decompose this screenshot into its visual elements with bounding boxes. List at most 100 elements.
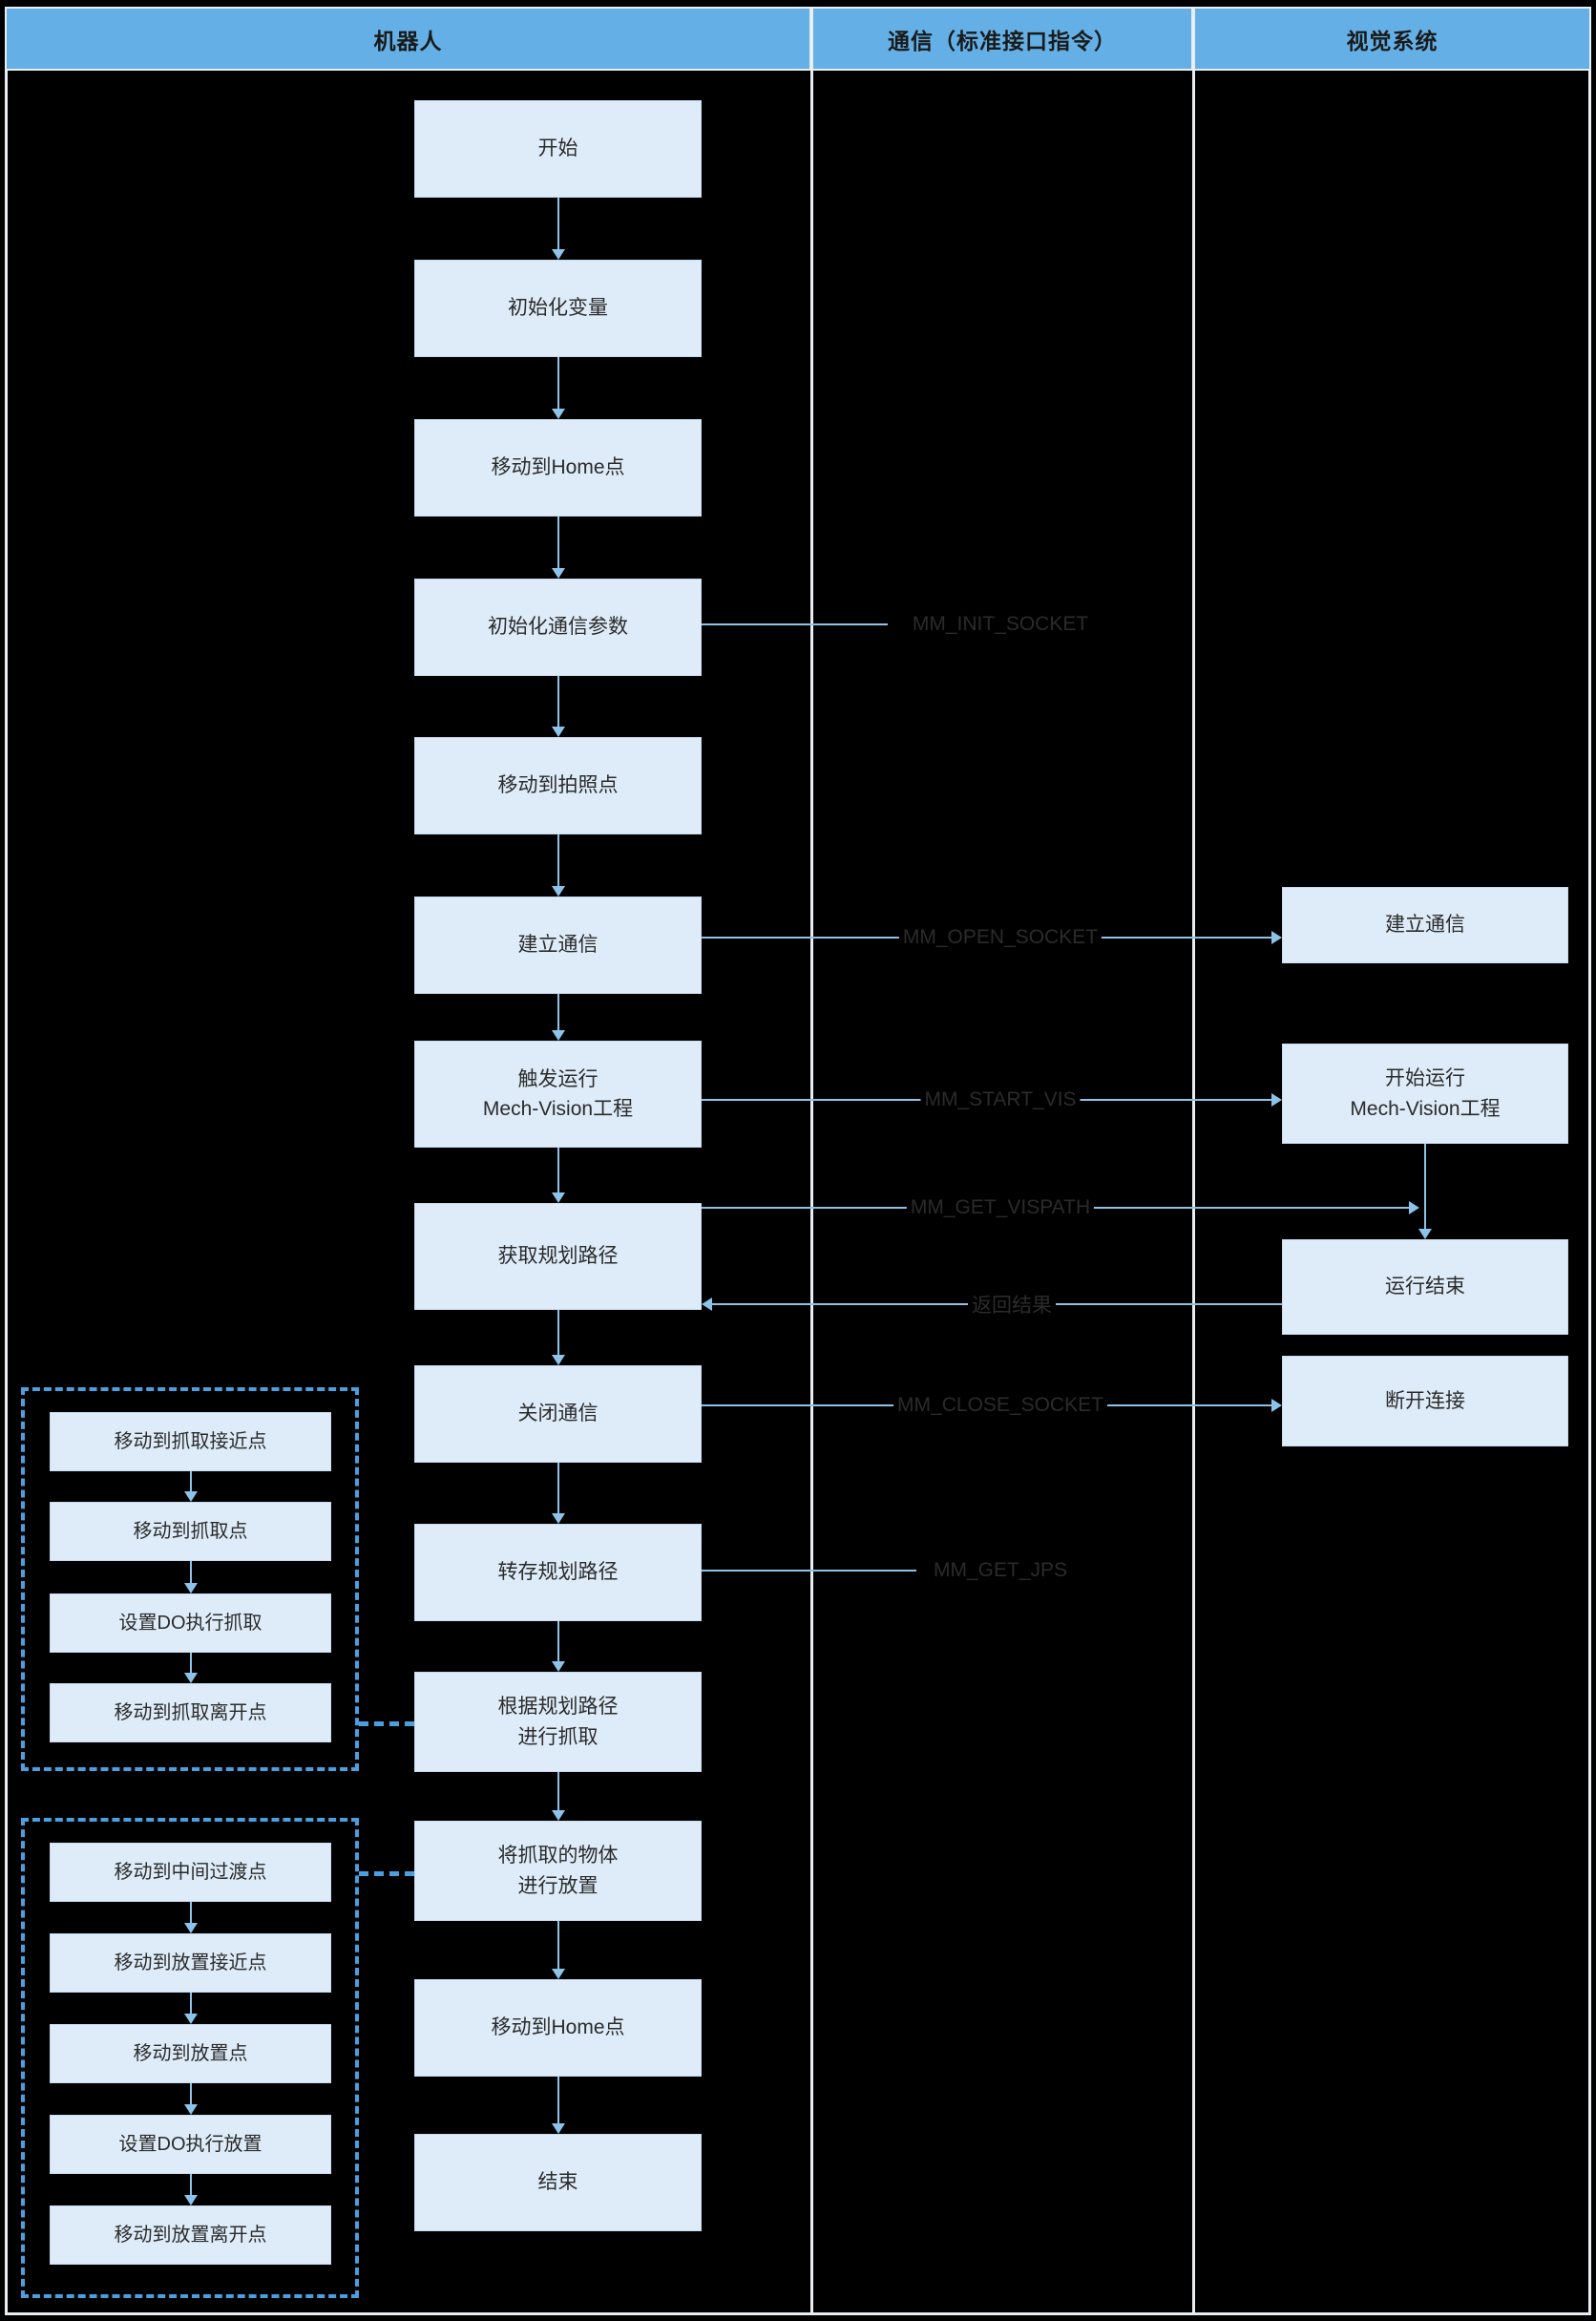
message-label-msg-init-socket: MM_INIT_SOCKET — [908, 613, 1093, 636]
flow-arrow-init-comm-param-to-move-photo-arrow — [551, 727, 565, 737]
dashed-link-place-group — [359, 1871, 414, 1876]
process-box-pick-point[interactable]: 移动到抓取点 — [50, 1502, 331, 1561]
flow-arrow-trigger-vision-to-get-path-line — [556, 1148, 559, 1194]
process-box-v-disconnect[interactable]: 断开连接 — [1282, 1356, 1568, 1446]
flow-arrow-init-var-to-move-home-1-arrow — [551, 409, 565, 419]
conn-open-socket-arrow — [1271, 931, 1282, 944]
process-box-label: 初始化变量 — [508, 297, 608, 320]
flow-arrow-start-to-init-var-line — [556, 198, 559, 251]
process-box-label: 移动到抓取点 — [133, 1521, 248, 1542]
lane-divider-robot-comm — [810, 7, 813, 2315]
conn-init-socket — [702, 623, 888, 625]
flow-arrow-place-object-to-move-home-2-line — [556, 1921, 559, 1971]
flow-arrow-save-path-to-pick-by-path-arrow — [551, 1661, 565, 1672]
substep-arrow-place-point-arrow — [183, 2104, 198, 2115]
process-box-label: 初始化通信参数 — [488, 616, 628, 639]
process-box-label: 移动到中间过渡点 — [114, 1862, 267, 1883]
process-box-place-do[interactable]: 设置DO执行放置 — [50, 2115, 331, 2174]
lane-header-vision: 视觉系统 — [1193, 7, 1591, 71]
message-label-msg-close-socket: MM_CLOSE_SOCKET — [893, 1394, 1107, 1417]
process-box-label: 移动到抓取离开点 — [114, 1702, 267, 1723]
flow-arrow-open-comm-to-trigger-vision-arrow — [551, 1030, 565, 1041]
flow-arrow-get-path-to-close-comm-arrow — [551, 1355, 565, 1365]
flow-arrow-move-photo-to-open-comm-arrow — [551, 886, 565, 897]
process-box-label: 进行抓取 — [517, 1725, 598, 1748]
flow-arrow-pick-by-path-to-place-object-line — [556, 1772, 559, 1812]
process-box-place-object[interactable]: 将抓取的物体进行放置 — [414, 1821, 702, 1921]
message-label-msg-return-result: 返回结果 — [968, 1290, 1056, 1319]
vision-arrow-start-to-finish-arrow — [1418, 1229, 1432, 1239]
process-box-label: 移动到抓取接近点 — [114, 1431, 267, 1452]
process-box-close-comm[interactable]: 关闭通信 — [414, 1365, 702, 1463]
lane-header-comm: 通信（标准接口指令） — [811, 7, 1193, 71]
process-box-pick-do[interactable]: 设置DO执行抓取 — [50, 1593, 331, 1653]
substep-arrow-pick-do-arrow — [183, 1673, 198, 1683]
flow-arrow-init-var-to-move-home-1-line — [556, 357, 559, 411]
conn-get-jps — [702, 1570, 916, 1572]
flow-arrow-trigger-vision-to-get-path-arrow — [551, 1192, 565, 1203]
process-box-init-comm-param[interactable]: 初始化通信参数 — [414, 579, 702, 676]
process-box-move-home-2[interactable]: 移动到Home点 — [414, 1979, 702, 2077]
conn-get-vispath-arrow — [1409, 1201, 1419, 1214]
process-box-get-path[interactable]: 获取规划路径 — [414, 1203, 702, 1310]
process-box-trigger-vision[interactable]: 触发运行 Mech-Vision工程 — [414, 1041, 702, 1148]
process-box-save-path[interactable]: 转存规划路径 — [414, 1524, 702, 1621]
process-box-label: 进行放置 — [517, 1874, 598, 1897]
process-box-label: Mech-Vision工程 — [1350, 1097, 1501, 1120]
process-box-move-home-1[interactable]: 移动到Home点 — [414, 419, 702, 517]
substep-arrow-pick-point-arrow — [183, 1583, 198, 1593]
flow-arrow-pick-by-path-to-place-object-arrow — [551, 1810, 565, 1821]
substep-arrow-place-point-line — [189, 2083, 192, 2106]
process-box-place-point[interactable]: 移动到放置点 — [50, 2024, 331, 2083]
process-box-place-transit[interactable]: 移动到中间过渡点 — [50, 1843, 331, 1902]
process-box-move-photo[interactable]: 移动到拍照点 — [414, 737, 702, 834]
process-box-pick-by-path[interactable]: 根据规划路径进行抓取 — [414, 1672, 702, 1772]
process-box-end[interactable]: 结束 — [414, 2134, 702, 2231]
flow-arrow-close-comm-to-save-path-line — [556, 1463, 559, 1515]
process-box-place-approach[interactable]: 移动到放置接近点 — [50, 1933, 331, 1993]
message-label-msg-get-vispath: MM_GET_VISPATH — [906, 1196, 1095, 1219]
process-box-label: 建立通信 — [517, 934, 598, 957]
substep-arrow-place-do-arrow — [183, 2195, 198, 2205]
lane-header-comm-label: 通信（标准接口指令） — [888, 28, 1117, 53]
process-box-label: 结束 — [537, 2171, 578, 2194]
conn-close-socket-arrow — [1271, 1399, 1282, 1412]
process-box-label: 移动到Home点 — [491, 2016, 625, 2039]
process-box-label: 关闭通信 — [517, 1403, 598, 1425]
flow-arrow-init-comm-param-to-move-photo-line — [556, 676, 559, 728]
process-box-label: 运行结束 — [1385, 1276, 1465, 1298]
process-box-v-run-finish[interactable]: 运行结束 — [1282, 1239, 1568, 1335]
process-box-v-open-comm[interactable]: 建立通信 — [1282, 887, 1568, 963]
flow-arrow-get-path-to-close-comm-line — [556, 1310, 559, 1357]
dashed-link-pick-group — [359, 1721, 414, 1726]
flow-arrow-move-home-1-to-init-comm-param-arrow — [551, 568, 565, 579]
lane-divider-comm-vision — [1192, 7, 1195, 2315]
process-box-pick-depart[interactable]: 移动到抓取离开点 — [50, 1683, 331, 1742]
vision-arrow-start-to-finish-line — [1424, 1144, 1426, 1231]
process-box-start[interactable]: 开始 — [414, 100, 702, 198]
flow-arrow-place-object-to-move-home-2-arrow — [551, 1969, 565, 1979]
conn-return-result-arrow — [702, 1298, 712, 1311]
process-box-pick-approach[interactable]: 移动到抓取接近点 — [50, 1412, 331, 1471]
process-box-label: 断开连接 — [1385, 1389, 1465, 1412]
process-box-label: 触发运行 — [517, 1067, 598, 1090]
flow-arrow-move-home-2-to-end-line — [556, 2077, 559, 2125]
process-box-label: Mech-Vision工程 — [482, 1098, 634, 1120]
substep-arrow-pick-do-line — [189, 1653, 192, 1675]
process-box-label: 设置DO执行抓取 — [118, 1613, 262, 1634]
process-box-label: 移动到放置离开点 — [114, 2225, 267, 2246]
substep-arrow-place-transit-arrow — [183, 1923, 198, 1933]
process-box-label: 移动到拍照点 — [497, 774, 619, 797]
process-box-label: 根据规划路径 — [497, 1696, 619, 1718]
process-box-init-var[interactable]: 初始化变量 — [414, 260, 702, 357]
dashed-group-pick-group — [21, 1387, 359, 1771]
flow-arrow-close-comm-to-save-path-arrow — [551, 1513, 565, 1524]
flow-arrow-move-photo-to-open-comm-line — [556, 834, 559, 888]
substep-arrow-place-do-line — [189, 2174, 192, 2197]
process-box-place-depart[interactable]: 移动到放置离开点 — [50, 2205, 331, 2265]
process-box-open-comm[interactable]: 建立通信 — [414, 897, 702, 994]
lane-header-robot-label: 机器人 — [373, 28, 443, 53]
message-label-msg-open-socket: MM_OPEN_SOCKET — [898, 926, 1102, 949]
